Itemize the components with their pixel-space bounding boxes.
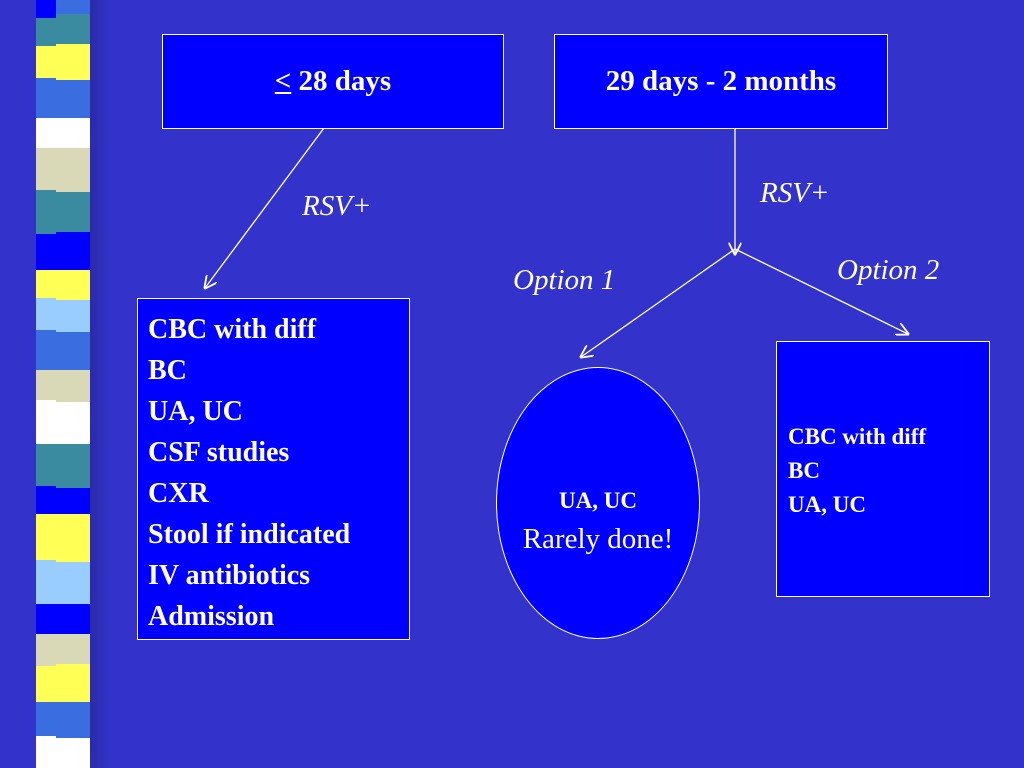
workup-item: Stool if indicated <box>148 519 351 550</box>
workup-item: CBC with diff <box>788 424 927 449</box>
workup-item: IV antibiotics <box>148 560 311 591</box>
workup-item: UA, UC <box>148 396 243 427</box>
less-than-or-equal-symbol: < <box>274 65 292 97</box>
option-2-label: Option 2 <box>837 254 940 286</box>
workup-item: CSF studies <box>148 437 290 468</box>
option-1-note: Rarely done! <box>522 523 674 555</box>
decorative-stripe-outer <box>56 0 90 768</box>
age-box-29-days-2-months-text: 29 days - 2 months <box>605 65 837 97</box>
workup-item: BC <box>788 458 820 483</box>
age-box-under-28-days-text: 28 days <box>291 65 392 97</box>
arrow-option2 <box>734 248 908 334</box>
option-2-workup-list: CBC with diff BC UA, UC <box>788 420 926 522</box>
arrow-left-to-workup <box>205 127 325 288</box>
workup-item: UA, UC <box>788 492 866 517</box>
age-box-under-28-days: < 28 days <box>162 34 504 129</box>
workup-item: CXR <box>148 478 209 509</box>
workup-item: CBC with diff <box>148 314 317 345</box>
age-box-29-days-2-months: 29 days - 2 months <box>554 34 888 129</box>
option-1-tests: UA, UC <box>559 488 637 513</box>
workup-box-under-28-days: CBC with diff BC UA, UC CSF studies CXR … <box>137 298 410 640</box>
workup-item: Admission <box>148 601 275 632</box>
option-1-ellipse: UA, UC Rarely done! <box>496 367 700 639</box>
rsv-positive-label-left: RSV+ <box>302 190 372 222</box>
decorative-stripe-inner <box>36 0 56 768</box>
stripe-shadow <box>90 0 110 768</box>
arrow-option1 <box>581 248 736 357</box>
option-2-workup-box: CBC with diff BC UA, UC <box>776 341 990 597</box>
workup-item: BC <box>148 355 187 386</box>
option-1-label: Option 1 <box>513 264 616 296</box>
rsv-positive-label-right: RSV+ <box>760 177 830 209</box>
workup-list-under-28-days: CBC with diff BC UA, UC CSF studies CXR … <box>148 309 350 637</box>
